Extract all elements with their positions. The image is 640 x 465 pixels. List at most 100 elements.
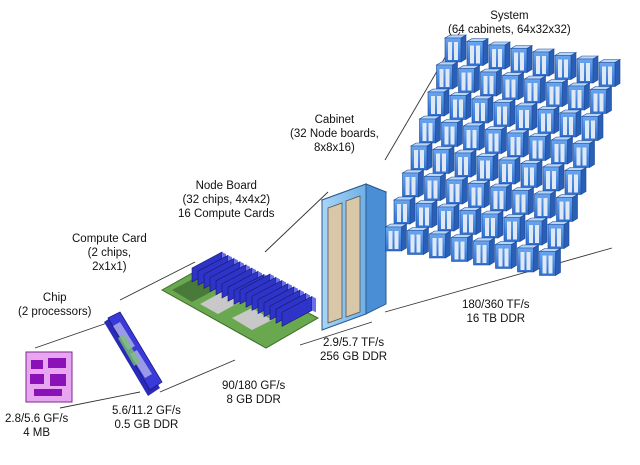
system-cabinet-door bbox=[577, 90, 582, 108]
system-cabinet-side bbox=[548, 48, 555, 77]
system-cabinet-door bbox=[480, 160, 484, 179]
system-cabinet-front bbox=[568, 85, 585, 111]
system-cabinet-door bbox=[510, 137, 515, 155]
system-cabinet-door bbox=[593, 93, 598, 112]
node-board-graphic bbox=[160, 251, 320, 349]
system-cabinet-side bbox=[575, 109, 582, 138]
cabinet-memory: 256 GB DDR bbox=[320, 351, 388, 363]
system-cabinet-door bbox=[499, 191, 504, 209]
system-cabinet-side bbox=[504, 41, 511, 70]
system-cabinet-door bbox=[554, 144, 559, 162]
system-cabinet-door bbox=[520, 52, 524, 71]
system-cabinet-side bbox=[531, 102, 538, 131]
system-cabinet-front bbox=[471, 98, 489, 124]
system-cabinet-side bbox=[614, 58, 621, 88]
system-cabinet-door bbox=[494, 133, 499, 152]
system-cabinet-door bbox=[459, 99, 463, 118]
board-compute-card-edge bbox=[312, 296, 316, 313]
system-cabinet-side bbox=[409, 196, 416, 225]
system-cabinet-front bbox=[537, 109, 555, 134]
system-cabinet-door bbox=[543, 198, 548, 216]
system-cabinet-door bbox=[514, 52, 518, 71]
system-cabinet-door bbox=[432, 238, 437, 256]
system-cabinet-door bbox=[508, 164, 512, 182]
system-cabinet-front bbox=[495, 244, 512, 269]
chip-graphic bbox=[25, 351, 73, 403]
system-cabinet-door bbox=[466, 130, 471, 148]
system-cabinet-front bbox=[551, 139, 568, 165]
system-cabinet-front bbox=[427, 91, 445, 117]
system-cabinet-side bbox=[541, 217, 548, 246]
system-cabinet-side bbox=[536, 159, 543, 189]
system-cabinet-door bbox=[571, 90, 576, 108]
system-cabinet-front bbox=[473, 240, 490, 266]
system-cabinet-side bbox=[448, 145, 455, 175]
system-cabinet-grid bbox=[384, 34, 622, 277]
system-cabinet-side bbox=[540, 75, 546, 104]
system-cabinet-side bbox=[496, 68, 502, 97]
system-cabinet-door bbox=[549, 86, 554, 105]
system-cabinet-door bbox=[548, 255, 553, 274]
system-cabinet-front bbox=[454, 152, 472, 178]
system-cabinet-door bbox=[493, 191, 498, 209]
system-cabinet-front bbox=[393, 199, 411, 225]
system-cabinet-door bbox=[416, 234, 421, 253]
system-cabinet-door bbox=[520, 252, 525, 270]
system-cabinet-door bbox=[420, 150, 424, 168]
system-cabinet-door bbox=[513, 221, 517, 240]
system-cabinet-door bbox=[608, 66, 612, 85]
system-cabinet-front bbox=[510, 48, 528, 73]
node-board-name: Node Board bbox=[195, 180, 257, 192]
system-cabinet-front bbox=[385, 226, 402, 252]
system-cabinet-door bbox=[530, 167, 534, 186]
system-cabinet-side bbox=[572, 193, 578, 223]
system-cabinet-door bbox=[524, 167, 528, 186]
system-cabinet-door bbox=[388, 231, 393, 249]
system-cabinet-door bbox=[442, 153, 446, 172]
system-cabinet-side bbox=[479, 122, 485, 151]
system-detail: (64 cabinets, 64x32x32) bbox=[448, 24, 571, 36]
system-cabinet-side bbox=[489, 237, 495, 266]
system-cabinet-front bbox=[498, 159, 516, 185]
system-cabinet-front bbox=[480, 71, 497, 97]
system-cabinet-door bbox=[422, 123, 427, 141]
system-cabinet-door bbox=[586, 63, 590, 81]
system-cabinet-door bbox=[533, 83, 538, 101]
system-cabinet-side bbox=[426, 142, 433, 171]
system-cabinet-side bbox=[484, 179, 490, 209]
system-cabinet-front bbox=[419, 118, 436, 144]
system-cabinet-side bbox=[545, 132, 551, 162]
chip-name: Chip bbox=[42, 292, 67, 304]
cabinet-label: Cabinet (32 Node boards, 8x8x16) bbox=[290, 113, 379, 155]
system-cabinet-door bbox=[557, 228, 561, 247]
system-cabinet-door bbox=[411, 177, 416, 195]
system-cabinet-front bbox=[576, 58, 594, 84]
system-cabinet-side bbox=[453, 203, 460, 232]
system-cabinet-front bbox=[437, 206, 455, 232]
cabinet-perf: 2.9/5.7 TF/s bbox=[322, 337, 385, 349]
system-cabinet-side bbox=[519, 213, 526, 243]
compute-card-name: Compute Card bbox=[72, 233, 147, 245]
system-cabinet-front bbox=[476, 156, 494, 181]
system-cabinet-door bbox=[438, 238, 443, 256]
system-cabinet-door bbox=[560, 144, 565, 162]
system-cabinet-door bbox=[503, 106, 507, 125]
system-cabinet-front bbox=[407, 230, 424, 255]
system-cabinet-side bbox=[606, 85, 612, 115]
system-cabinet-side bbox=[597, 112, 604, 142]
system-cabinet-door bbox=[564, 59, 568, 78]
node-board-memory: 8 GB DDR bbox=[226, 394, 281, 406]
system-cabinet-door bbox=[433, 180, 438, 199]
system-cabinet-front bbox=[539, 251, 556, 276]
system-cabinet-door bbox=[454, 241, 459, 260]
system-cabinet-side bbox=[457, 118, 463, 148]
cabinet-detail-2: 8x8x16) bbox=[313, 142, 355, 154]
system-cabinet-front bbox=[441, 122, 458, 147]
system-cabinet-door bbox=[431, 96, 435, 114]
system-cabinet-side bbox=[533, 244, 539, 273]
system-cabinet-side bbox=[487, 95, 494, 124]
system-cabinet-front bbox=[532, 51, 550, 77]
system-cabinet-side bbox=[563, 220, 570, 250]
system-cabinet-door bbox=[547, 113, 551, 132]
